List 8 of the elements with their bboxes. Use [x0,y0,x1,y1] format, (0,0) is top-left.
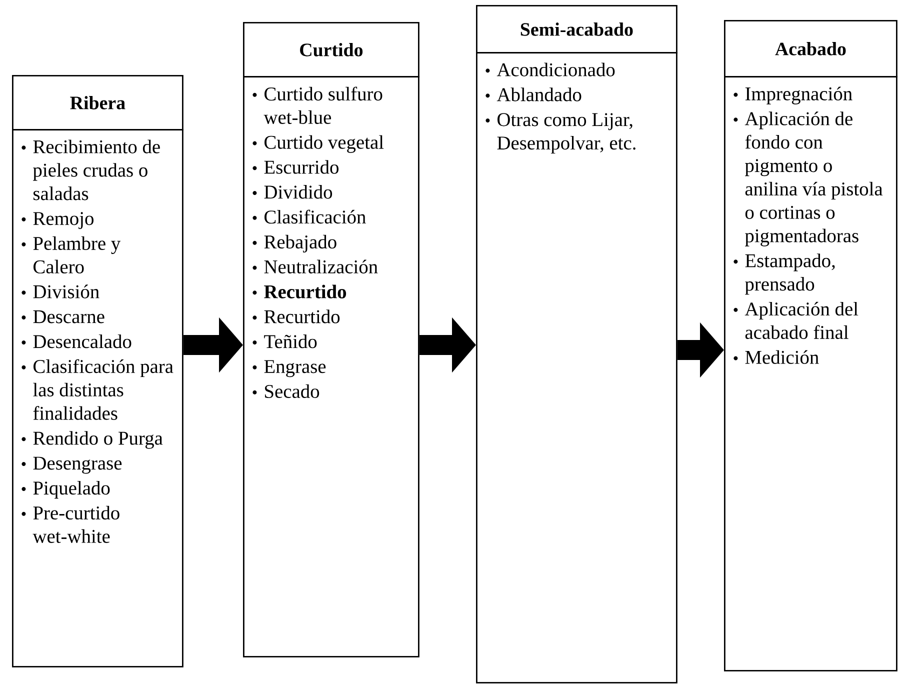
step-list-box: Recibimiento de pieles crudas o saladas Remojo Pelambre y Calero División Descarne Desencalado Clasificación para las distintas finalidades Rendido o Purga Desengrase Piquelado Pre-curtido wet-white [12,129,184,668]
step-list-box: Curtido sulfuro wet-blue Curtido vegetal Escurrido Dividido Clasificación Rebajado Neutralización Recurtido Recurtido Teñido Engrase Secado [243,76,420,658]
column-header: Ribera [12,75,184,130]
column-header: Semi-acabado [476,5,678,54]
column-header: Curtido [243,22,420,78]
step-list-box: Impregnación Aplicación de fondo con pigmento o anilina vía pistola o cortinas o pigmentadoras Estampado, prensado Aplicación del acabado final Medición [724,76,898,672]
step-list-box: Acondicionado Ablandado Otras como Lijar, Desempolvar, etc. [476,52,678,684]
column-header: Acabado [724,20,898,78]
